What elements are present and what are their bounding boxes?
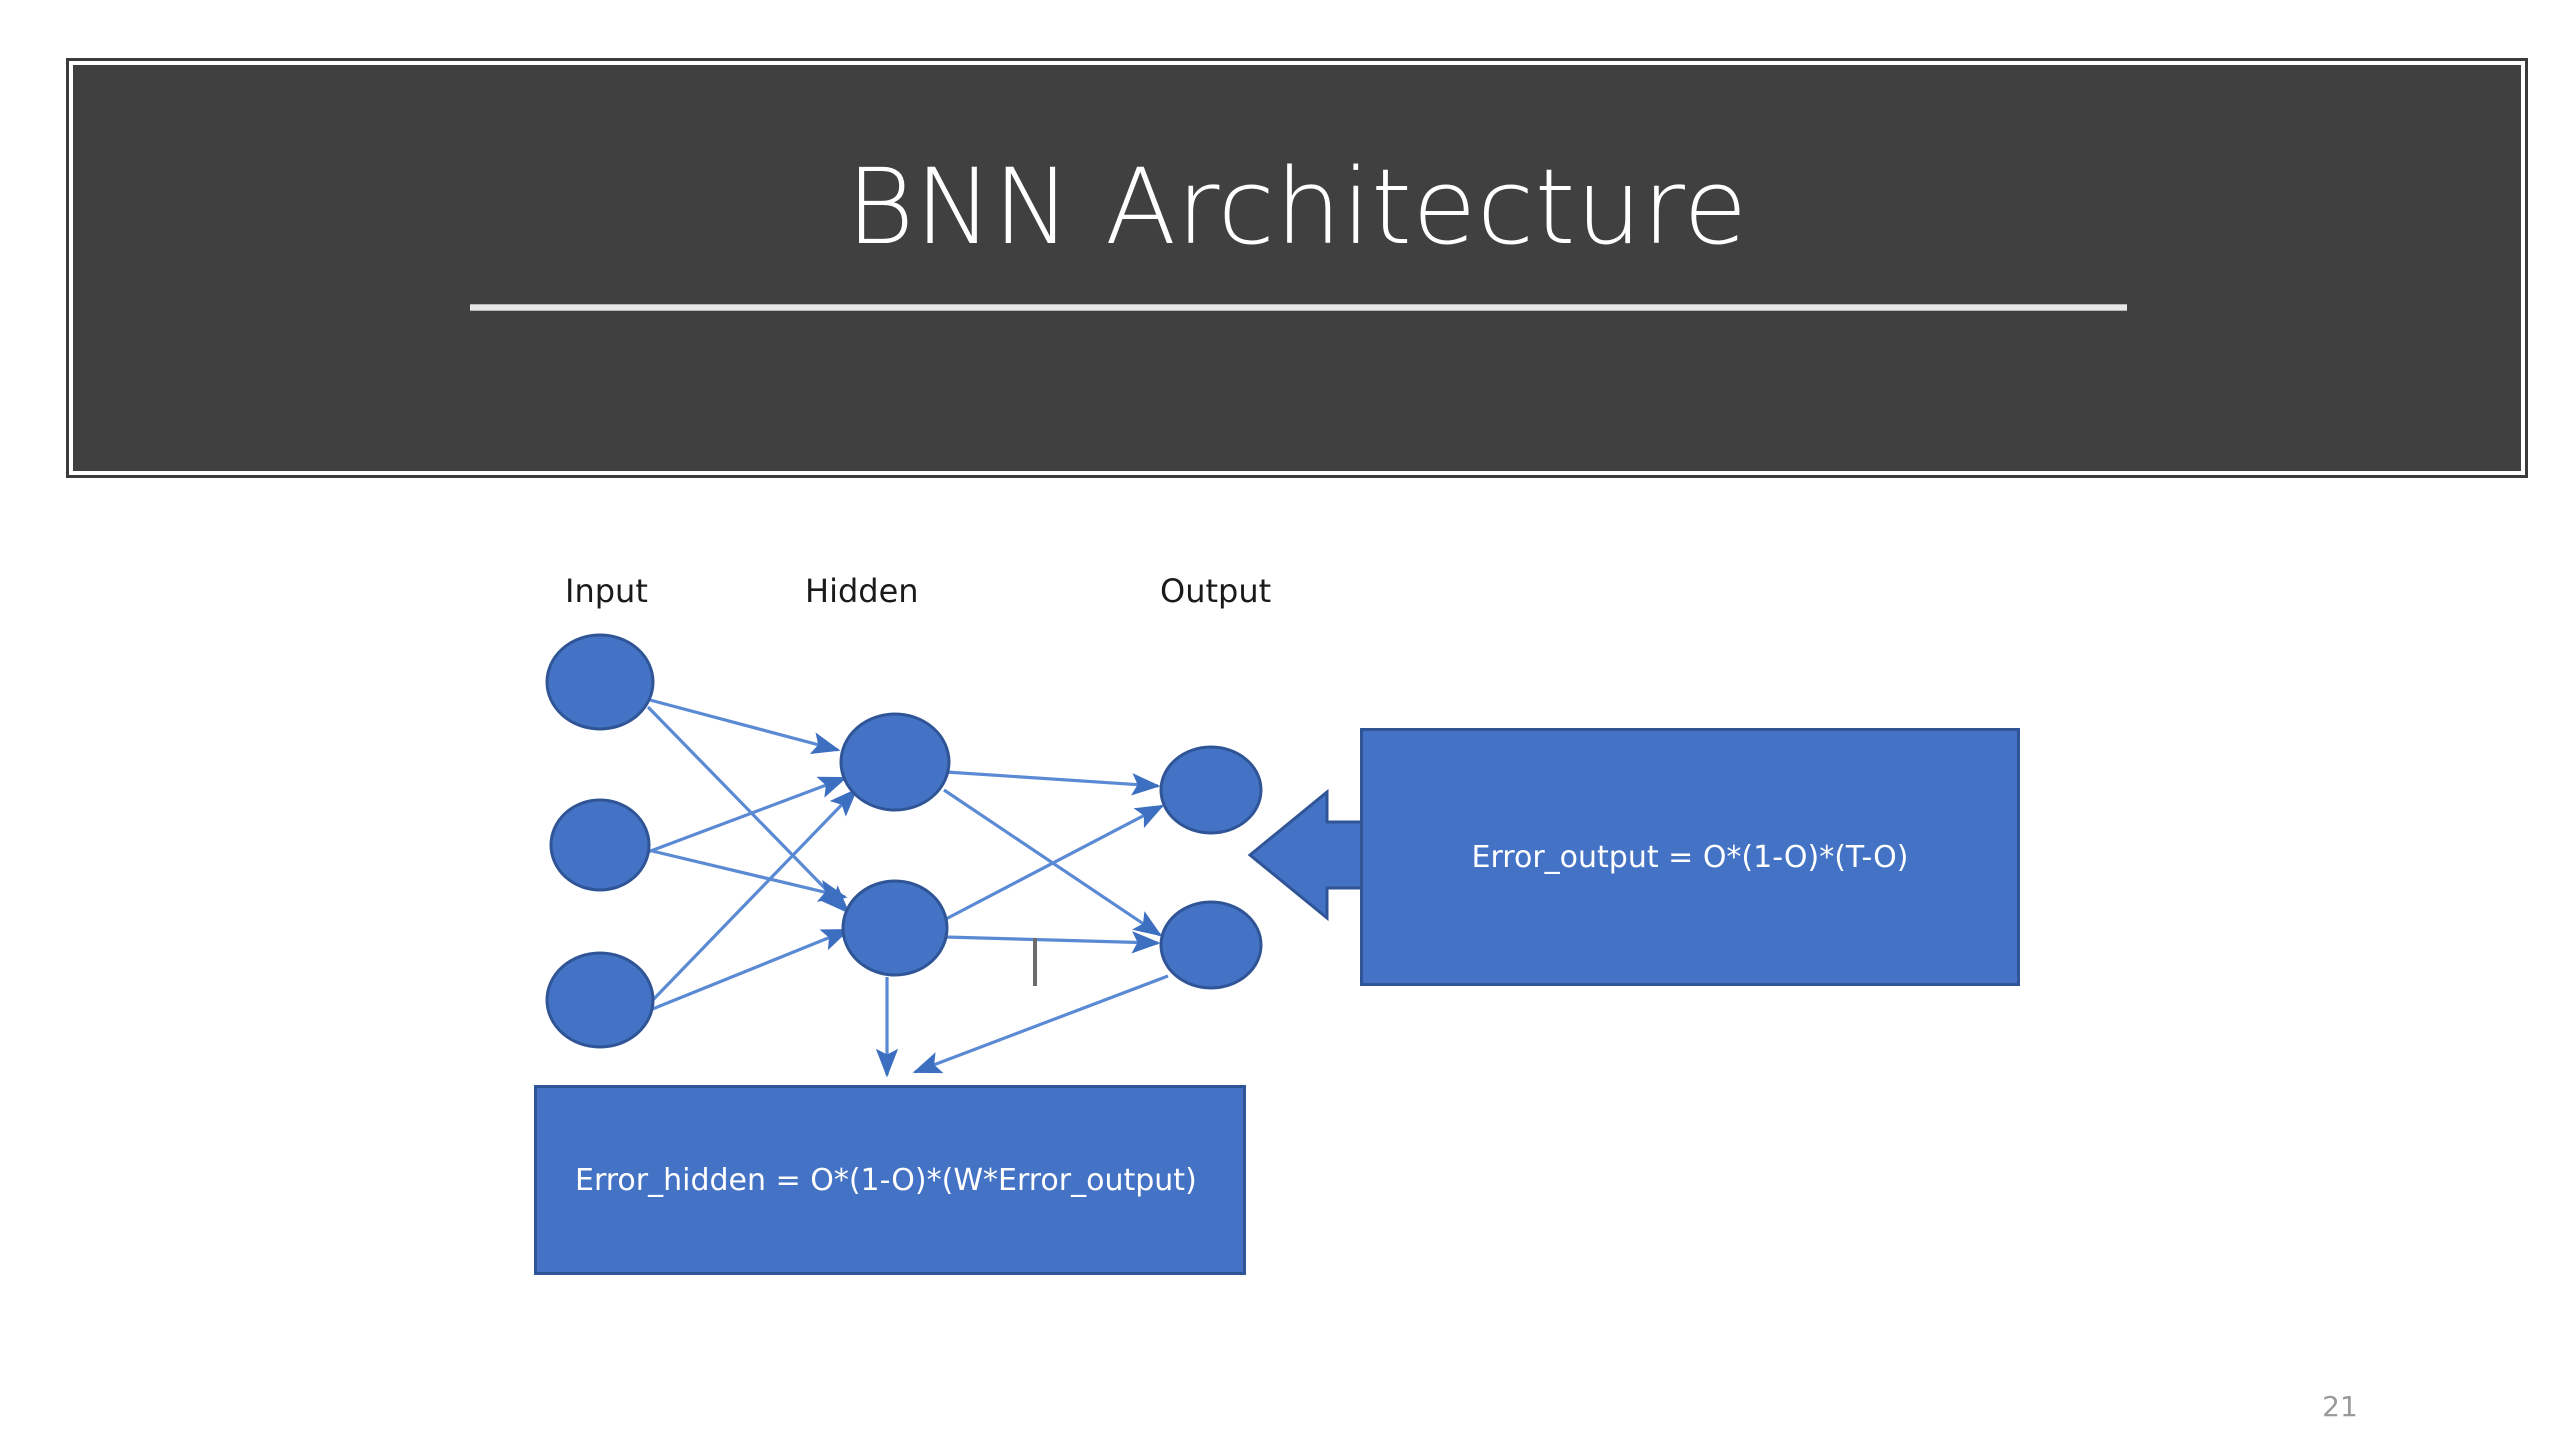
edge-group-to-error-hidden — [875, 974, 1169, 1078]
error-output-formula-box: Error_output = O*(1-O)*(T-O) — [1360, 728, 2020, 986]
error-output-block-arrow — [1247, 788, 1367, 922]
layer-caption-hidden: Hidden — [805, 572, 919, 610]
node-input-3 — [545, 951, 655, 1049]
edge-hidden2-output1 — [943, 804, 1165, 922]
node-input-2 — [549, 798, 651, 892]
title-underline-rule — [470, 304, 2127, 311]
edge-input2-hidden2 — [647, 848, 848, 902]
edge-input2-hidden1 — [647, 776, 848, 854]
error-output-formula-text: Error_output = O*(1-O)*(T-O) — [1471, 839, 1909, 875]
node-output-1 — [1159, 745, 1263, 835]
edge-group-input-hidden — [646, 698, 858, 1012]
edge-hidden1-output2 — [943, 788, 1163, 937]
layer-caption-output: Output — [1160, 572, 1272, 610]
edge-hidden1-output1 — [945, 770, 1161, 796]
edge-input1-hidden1 — [649, 698, 841, 755]
edge-hidden2-output2 — [944, 931, 1161, 954]
node-hidden-1 — [839, 712, 951, 812]
node-group — [545, 633, 1263, 1049]
layer-caption-input: Input — [565, 572, 648, 610]
edge-input3-hidden2 — [649, 928, 851, 1012]
slide-page-number: 21 — [2322, 1390, 2358, 1423]
slide-title-banner: BNN Architecture — [66, 58, 2528, 478]
node-input-1 — [545, 633, 655, 731]
node-output-2 — [1159, 900, 1263, 990]
page-title: BNN Architecture — [846, 146, 1748, 268]
error-hidden-formula-box: Error_hidden = O*(1-O)*(W*Error_output) — [534, 1085, 1246, 1275]
error-hidden-formula-text: Error_hidden = O*(1-O)*(W*Error_output) — [575, 1162, 1197, 1198]
edge-input1-hidden2 — [646, 705, 850, 914]
edge-group-hidden-output — [943, 770, 1165, 954]
edge-output2-errorhidden — [912, 974, 1169, 1074]
node-hidden-2 — [841, 879, 949, 977]
edge-input3-hidden1 — [646, 788, 858, 1007]
